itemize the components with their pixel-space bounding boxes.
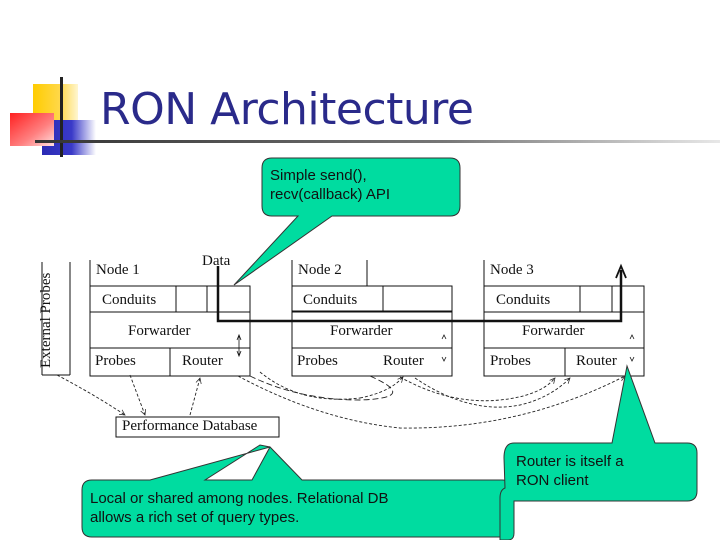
callout-router-text: Router is itself a RON client (516, 452, 624, 490)
node-1-forwarder: Forwarder (128, 323, 191, 339)
performance-database-label: Performance Database (122, 418, 258, 434)
node-2-probes: Probes (297, 353, 338, 369)
callout-api (233, 157, 461, 286)
slide-title: RON Architecture (100, 84, 474, 135)
callout-router-line-1: Router is itself a (516, 453, 624, 470)
callout-api-line-2: recv(callback) API (270, 186, 391, 203)
node-3-name: Node 3 (490, 262, 534, 278)
node-1-router: Router (182, 353, 223, 369)
callout-db-text: Local or shared among nodes. Relational … (90, 489, 389, 527)
data-arrowhead (615, 263, 627, 279)
callout-db-line-1: Local or shared among nodes. Relational … (90, 490, 389, 507)
callout-router-line-2: RON client (516, 472, 589, 489)
node-2 (291, 260, 453, 377)
dashed-connections (56, 371, 625, 429)
title-decoration-graphic (10, 77, 720, 157)
external-probes-label: External Probes (38, 272, 54, 368)
node-1-name: Node 1 (96, 262, 140, 278)
performance-database-box (115, 416, 280, 438)
router-forwarder-arrows (236, 333, 635, 362)
node-2-forwarder: Forwarder (330, 323, 393, 339)
callout-db-line-2: allows a rich set of query types. (90, 509, 300, 526)
node-2-router: Router (383, 353, 424, 369)
external-probes-box (41, 262, 71, 376)
node-3 (483, 260, 645, 377)
node-1-probes: Probes (95, 353, 136, 369)
node-3-router: Router (576, 353, 617, 369)
data-label: Data (202, 253, 231, 269)
callout-api-line-1: Simple send(), (270, 167, 367, 184)
node-3-forwarder: Forwarder (522, 323, 585, 339)
node-1-conduits: Conduits (102, 292, 157, 308)
node-2-conduits: Conduits (303, 292, 358, 308)
node-2-name: Node 2 (298, 262, 342, 278)
callout-router (499, 364, 698, 540)
data-path (216, 266, 623, 323)
node-3-conduits: Conduits (496, 292, 551, 308)
node-1 (89, 260, 251, 377)
callout-api-text: Simple send(), recv(callback) API (270, 166, 390, 204)
node-3-probes: Probes (490, 353, 531, 369)
